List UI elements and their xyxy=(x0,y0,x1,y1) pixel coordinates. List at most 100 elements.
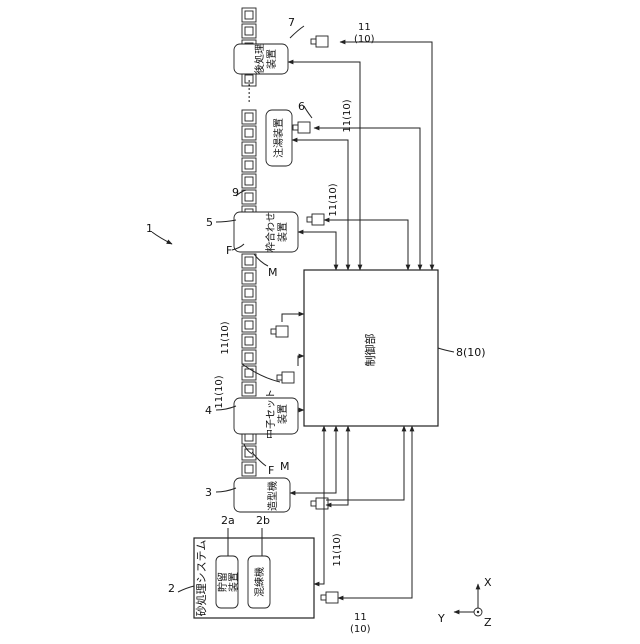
leader-ref-5 xyxy=(216,220,236,222)
flask-inner xyxy=(245,11,253,19)
molding-machine-label: 造型機 xyxy=(266,481,279,511)
flask-inner xyxy=(245,305,253,313)
storage-label-line2: 装置 xyxy=(227,572,240,592)
flask-mating-label-line1: 枠合わせ xyxy=(264,212,277,252)
ref-core-set: 4 xyxy=(205,404,212,417)
flask-inner xyxy=(245,145,253,153)
flask-inner xyxy=(245,27,253,35)
camera-ref-bottom-line2: (10) xyxy=(350,624,371,635)
ref-storage: 2a xyxy=(221,514,235,527)
camera-ref-core-2: 11(10) xyxy=(220,321,231,354)
camera-ref-molding: 11(10) xyxy=(332,533,343,566)
post-processing-label-line1: 後処理 xyxy=(253,44,266,74)
flask-inner xyxy=(245,465,253,473)
flask-inner xyxy=(245,321,253,329)
pouring-device: 注湯装置 xyxy=(266,110,292,166)
camera-icon xyxy=(298,122,310,133)
line-camera-core-2 xyxy=(282,314,304,322)
camera-ref-post-line1: 11 xyxy=(358,22,371,33)
camera-ref-pouring: 11(10) xyxy=(342,99,353,132)
core-setting-device: 中子セット 装置 xyxy=(234,389,298,439)
ref-sand-system: 2 xyxy=(168,582,175,595)
camera-ref-mating: 11(10) xyxy=(328,183,339,216)
camera-ref-post-line2: (10) xyxy=(354,34,375,45)
leader-ref-3 xyxy=(216,488,236,492)
line-camera-post xyxy=(340,42,432,270)
camera-icon xyxy=(312,214,324,225)
ref-mold-upper: M xyxy=(268,266,278,279)
post-processing-device: 後処理 装置 xyxy=(234,44,288,74)
ref-kneader: 2b xyxy=(256,514,270,527)
flask-inner xyxy=(245,113,253,121)
flask-inner xyxy=(245,129,253,137)
figure-arrow xyxy=(152,232,172,244)
flask-inner xyxy=(245,353,253,361)
camera-icon xyxy=(282,372,294,383)
ref-pouring: 6 xyxy=(298,100,305,113)
camera-icon xyxy=(326,592,338,603)
figure-ref-arrow: 1 xyxy=(146,222,172,244)
core-setting-label-line2: 装置 xyxy=(276,404,289,424)
line-pouring xyxy=(292,140,348,270)
flask-mating-device: 枠合わせ 装置 xyxy=(234,212,298,252)
line-molding xyxy=(290,426,336,493)
camera-lens xyxy=(311,39,316,44)
flask-inner xyxy=(245,193,253,201)
controller: 制御部 xyxy=(304,270,438,426)
camera-lens xyxy=(307,217,312,222)
flask-mating-label-line2: 装置 xyxy=(276,222,289,242)
axis-z-dot xyxy=(477,611,479,613)
axis-z-label: Z xyxy=(484,616,492,629)
line-camera-molding-2 xyxy=(326,426,404,500)
ref-post: 7 xyxy=(288,16,295,29)
molding-machine: 造型機 xyxy=(234,478,290,512)
ref-flask-lower: F xyxy=(268,464,274,477)
conveyor-ellipsis: …… xyxy=(239,79,253,103)
post-processing-label-line2: 装置 xyxy=(265,49,278,69)
flask-inner xyxy=(245,289,253,297)
leader-ref-2 xyxy=(178,586,194,592)
flask-inner xyxy=(245,177,253,185)
camera-lens xyxy=(271,329,276,334)
controller-label: 制御部 xyxy=(363,334,377,367)
sand-system-label: 砂処理システム xyxy=(195,540,208,617)
ref-mold-lower: M xyxy=(280,460,290,473)
flask-inner xyxy=(245,449,253,457)
molding-machine-box xyxy=(234,478,290,512)
camera-icon xyxy=(276,326,288,337)
camera-lens xyxy=(311,501,316,506)
axis-x-label: X xyxy=(484,576,492,589)
camera-icon xyxy=(316,36,328,47)
ref-mating: 5 xyxy=(206,216,213,229)
axis-indicator: X Y Z xyxy=(437,576,492,629)
line-mating xyxy=(298,232,336,270)
figure-ref-number: 1 xyxy=(146,222,153,235)
camera-lens xyxy=(277,375,282,380)
line-post xyxy=(288,62,360,270)
line-camera-bottom xyxy=(338,426,412,598)
flask-inner xyxy=(245,161,253,169)
kneader-label: 混練機 xyxy=(253,567,266,597)
camera-lens xyxy=(293,125,298,130)
flask-inner xyxy=(245,273,253,281)
line-camera-mating xyxy=(324,220,408,270)
leader-ref-6 xyxy=(304,106,312,118)
core-setting-label-line1: 中子セット xyxy=(264,389,277,439)
sand-processing-system: 砂処理システム 貯留 装置 混練機 xyxy=(194,538,314,618)
ref-flask-upper: F xyxy=(226,244,232,257)
leader-ref-8 xyxy=(438,348,454,352)
flask-inner xyxy=(245,385,253,393)
ref-controller: 8(10) xyxy=(456,346,486,359)
axis-y-label: Y xyxy=(437,612,445,625)
ref-molding: 3 xyxy=(205,486,212,499)
storage-label-line1: 貯留 xyxy=(216,572,229,592)
pouring-device-label: 注湯装置 xyxy=(272,118,285,158)
camera-ref-bottom-line1: 11 xyxy=(354,612,367,623)
flask-inner xyxy=(245,337,253,345)
camera-lens xyxy=(321,595,326,600)
flask-inner xyxy=(245,257,253,265)
ref-line: 9 xyxy=(232,186,239,199)
camera-ref-core-1: 11(10) xyxy=(214,375,225,408)
